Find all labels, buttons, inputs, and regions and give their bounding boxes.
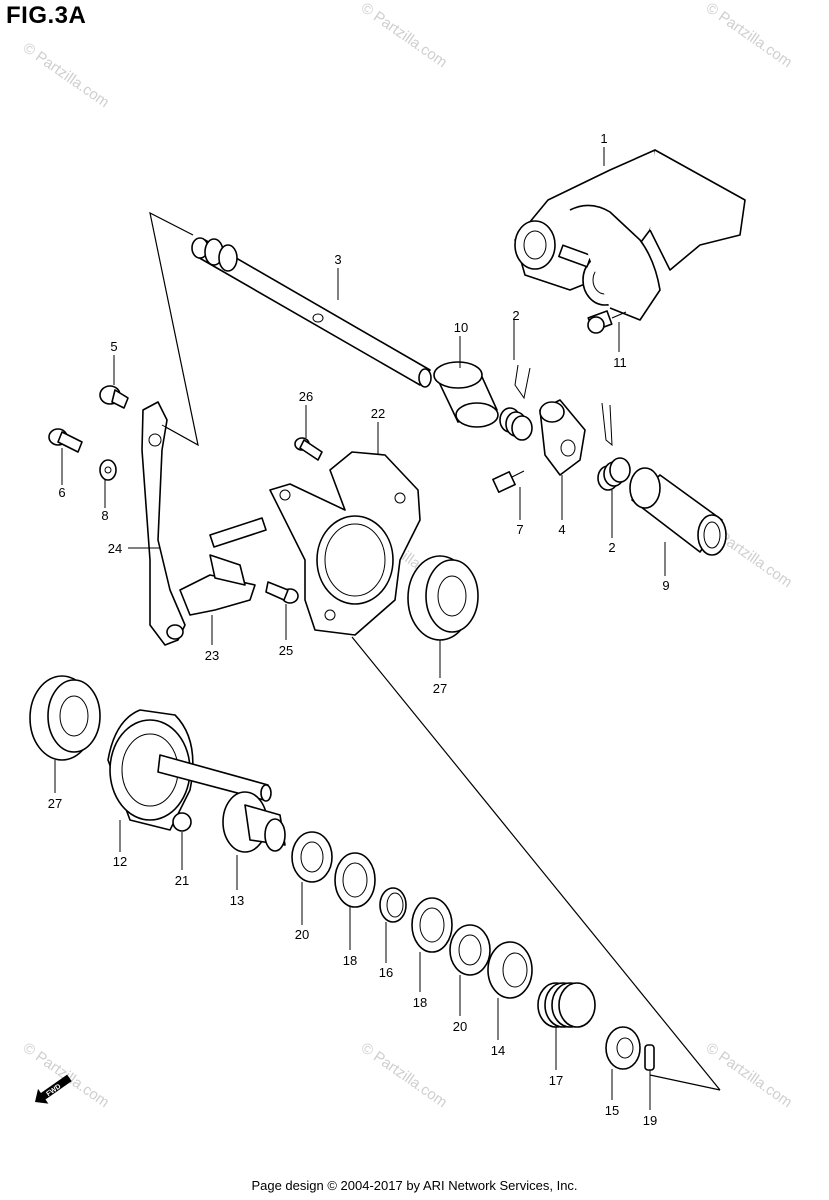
page-footer: Page design © 2004-2017 by ARI Network S… bbox=[251, 1178, 578, 1193]
callout-23: 23 bbox=[205, 648, 219, 663]
callout-22: 22 bbox=[371, 406, 385, 421]
callout-18: 18 bbox=[413, 995, 427, 1010]
part-19-pin bbox=[644, 1044, 655, 1071]
callout-20: 20 bbox=[453, 1019, 467, 1034]
callout-4: 4 bbox=[558, 522, 565, 537]
part-2-spring bbox=[499, 364, 533, 441]
callout-2: 2 bbox=[608, 540, 615, 555]
callout-15: 15 bbox=[605, 1103, 619, 1118]
callout-26: 26 bbox=[299, 389, 313, 404]
part-8-washer bbox=[99, 459, 117, 481]
watermark: © Partzilla.com bbox=[703, 0, 796, 71]
part-18-washer bbox=[411, 897, 453, 953]
callout-11: 11 bbox=[613, 355, 627, 370]
callout-14: 14 bbox=[491, 1043, 505, 1058]
part-10-collar bbox=[433, 361, 499, 428]
part-5-bolt bbox=[99, 385, 129, 409]
watermark: © Partzilla.com bbox=[20, 1039, 113, 1111]
watermark: © Partzilla.com bbox=[20, 39, 113, 111]
callout-19: 19 bbox=[643, 1113, 657, 1128]
fwd-arrow-icon: FWD bbox=[35, 1074, 72, 1104]
callout-8: 8 bbox=[101, 508, 108, 523]
part-25-screw bbox=[265, 581, 299, 604]
part-21-ball bbox=[172, 812, 192, 832]
watermark: © Partzilla.com bbox=[358, 0, 451, 71]
part-3-shaft bbox=[191, 237, 432, 388]
leader-lines bbox=[54, 147, 666, 1110]
part-1-housing bbox=[514, 149, 746, 321]
part-14-spacer bbox=[487, 941, 533, 999]
watermark: © Partzilla.com bbox=[358, 1039, 451, 1111]
callout-13: 13 bbox=[230, 893, 244, 908]
part-22-plate bbox=[269, 451, 421, 636]
callout-12: 12 bbox=[113, 854, 127, 869]
part-2-spring bbox=[597, 402, 631, 491]
callout-18: 18 bbox=[343, 953, 357, 968]
part-20-thrust-bearing bbox=[291, 831, 333, 883]
callout-7: 7 bbox=[516, 522, 523, 537]
part-27-bearing bbox=[29, 675, 101, 761]
figure-title: FIG.3A bbox=[6, 2, 87, 29]
part-17-spring bbox=[537, 982, 596, 1028]
callout-9: 9 bbox=[662, 578, 669, 593]
part-24-lever bbox=[141, 401, 199, 646]
callout-21: 21 bbox=[175, 873, 189, 888]
part-7-screw bbox=[492, 470, 525, 493]
callout-6: 6 bbox=[58, 485, 65, 500]
callout-27: 27 bbox=[433, 681, 447, 696]
callout-3: 3 bbox=[334, 252, 341, 267]
part-26-screw bbox=[294, 437, 323, 461]
part-15-clip bbox=[605, 1026, 641, 1070]
callout-labels: 1 2 3 10 5 26 22 11 6 8 7 4 2 24 9 23 25… bbox=[48, 131, 670, 1128]
part-27-bearing bbox=[407, 555, 479, 641]
callout-24: 24 bbox=[108, 541, 122, 556]
callout-25: 25 bbox=[279, 643, 293, 658]
watermark: © Partzilla.com bbox=[703, 1039, 796, 1111]
callout-27: 27 bbox=[48, 796, 62, 811]
callout-2: 2 bbox=[512, 308, 519, 323]
callout-20: 20 bbox=[295, 927, 309, 942]
part-23-bracket bbox=[179, 517, 267, 616]
part-11-screw bbox=[587, 310, 627, 334]
assembly-outline-lines bbox=[149, 211, 721, 1091]
part-4-arm bbox=[539, 399, 586, 476]
part-18-washer bbox=[334, 852, 376, 908]
part-16-ring bbox=[379, 887, 407, 923]
callout-5: 5 bbox=[110, 339, 117, 354]
part-12-kick-gear bbox=[107, 709, 272, 831]
part-20-thrust-bearing bbox=[449, 924, 491, 976]
callout-16: 16 bbox=[379, 965, 393, 980]
part-13-guide bbox=[222, 791, 286, 853]
part-9-sleeve bbox=[629, 467, 727, 556]
callout-1: 1 bbox=[600, 131, 607, 146]
fwd-label: FWD bbox=[45, 1083, 62, 1098]
callout-17: 17 bbox=[549, 1073, 563, 1088]
part-6-bolt bbox=[48, 428, 83, 453]
callout-10: 10 bbox=[454, 320, 468, 335]
